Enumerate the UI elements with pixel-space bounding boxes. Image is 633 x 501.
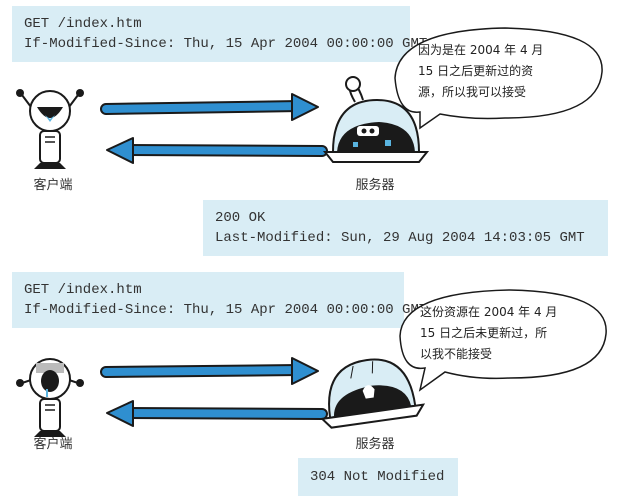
speech-line-1-3: 源，所以我可以接受 xyxy=(418,85,527,99)
response-status-line-2: 304 Not Modified xyxy=(310,469,445,485)
client-label-2: 客户端 xyxy=(33,437,73,452)
request-line-1: GET /index.htm xyxy=(24,16,142,32)
speech-line-2-3: 以我不能接受 xyxy=(420,347,493,361)
response-box-2: 304 Not Modified xyxy=(298,458,458,496)
server-robot-icon-2 xyxy=(319,358,426,429)
request-header-line-2: If-Modified-Since: Thu, 15 Apr 2004 00:0… xyxy=(24,302,428,318)
speech-text-1: 因为是在 2004 年 4 月 15 日之后更新过的资 源，所以我可以接受 xyxy=(418,40,543,103)
response-arrow-1 xyxy=(106,137,328,164)
client-robot-icon-1 xyxy=(16,89,84,169)
request-line-2: GET /index.htm xyxy=(24,282,142,298)
request-box-1: GET /index.htm If-Modified-Since: Thu, 1… xyxy=(12,6,428,62)
client-label-1: 客户端 xyxy=(33,178,73,193)
speech-line-1-1: 因为是在 2004 年 4 月 xyxy=(418,43,544,57)
response-status-line-1: 200 OK xyxy=(215,210,266,226)
response-box-1: 200 OK Last-Modified: Sun, 29 Aug 2004 1… xyxy=(203,200,608,256)
response-arrow-2 xyxy=(106,400,328,427)
server-label-1: 服务器 xyxy=(355,178,395,193)
request-arrow-2 xyxy=(100,357,319,385)
response-header-line-1: Last-Modified: Sun, 29 Aug 2004 14:03:05… xyxy=(215,230,585,246)
server-label-2: 服务器 xyxy=(355,437,395,452)
speech-bubble-2 xyxy=(399,289,607,392)
request-box-2: GET /index.htm If-Modified-Since: Thu, 1… xyxy=(12,272,428,328)
speech-line-2-1: 这份资源在 2004 年 4 月 xyxy=(420,305,558,319)
speech-text-2: 这份资源在 2004 年 4 月 15 日之后未更新过，所 以我不能接受 xyxy=(420,302,557,365)
speech-line-2-2: 15 日之后未更新过，所 xyxy=(420,326,548,340)
speech-bubble-1 xyxy=(394,27,603,130)
server-robot-icon-1 xyxy=(322,76,430,163)
client-robot-icon-2 xyxy=(16,358,84,437)
request-arrow-1 xyxy=(100,93,319,121)
request-header-line-1: If-Modified-Since: Thu, 15 Apr 2004 00:0… xyxy=(24,36,428,52)
speech-line-1-2: 15 日之后更新过的资 xyxy=(418,64,534,78)
